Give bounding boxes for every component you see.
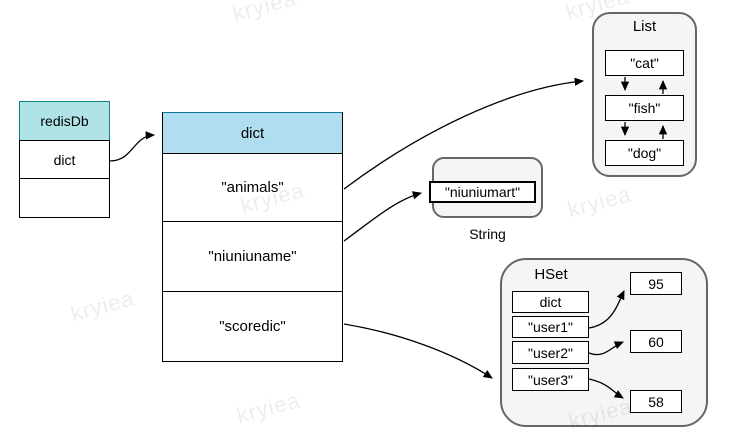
watermark-text: kryiea [565,181,634,223]
hset-value-58: 58 [630,390,682,413]
string-label: String [469,226,506,242]
list-item-cat: "cat" [605,50,684,76]
redisdb-row-dict: dict [19,140,110,179]
list-title: List [632,18,657,35]
arrow-redisdb-to-dict [109,131,156,162]
watermark-text: kryiea [234,387,303,429]
string-value-box: "niuniumart" [429,181,536,203]
list-item-fish: "fish" [605,95,684,121]
dict-header: dict [162,112,343,154]
dict-row-animals: "animals" [162,153,343,222]
hset-value-95: 95 [630,272,682,295]
dict-row-niuniuname: "niuniuname" [162,221,343,292]
hset-key-user2: "user2" [512,341,589,364]
dict-row-scoredic: "scoredic" [162,291,343,362]
hset-key-dict: dict [512,291,589,313]
watermark-text: kryiea [68,285,137,327]
hset-title: HSet [534,266,568,283]
arrow-scoredic-to-hset [343,323,493,379]
list-item-dog: "dog" [605,140,684,166]
hset-key-user1: "user1" [512,316,589,338]
watermark-text: kryiea [230,0,299,27]
hset-key-user3: "user3" [512,368,589,391]
arrow-niuniuname-to-string [343,191,423,242]
redisdb-row-empty [19,178,110,218]
hset-value-60: 60 [630,330,682,353]
redisdb-header: redisDb [19,101,110,141]
